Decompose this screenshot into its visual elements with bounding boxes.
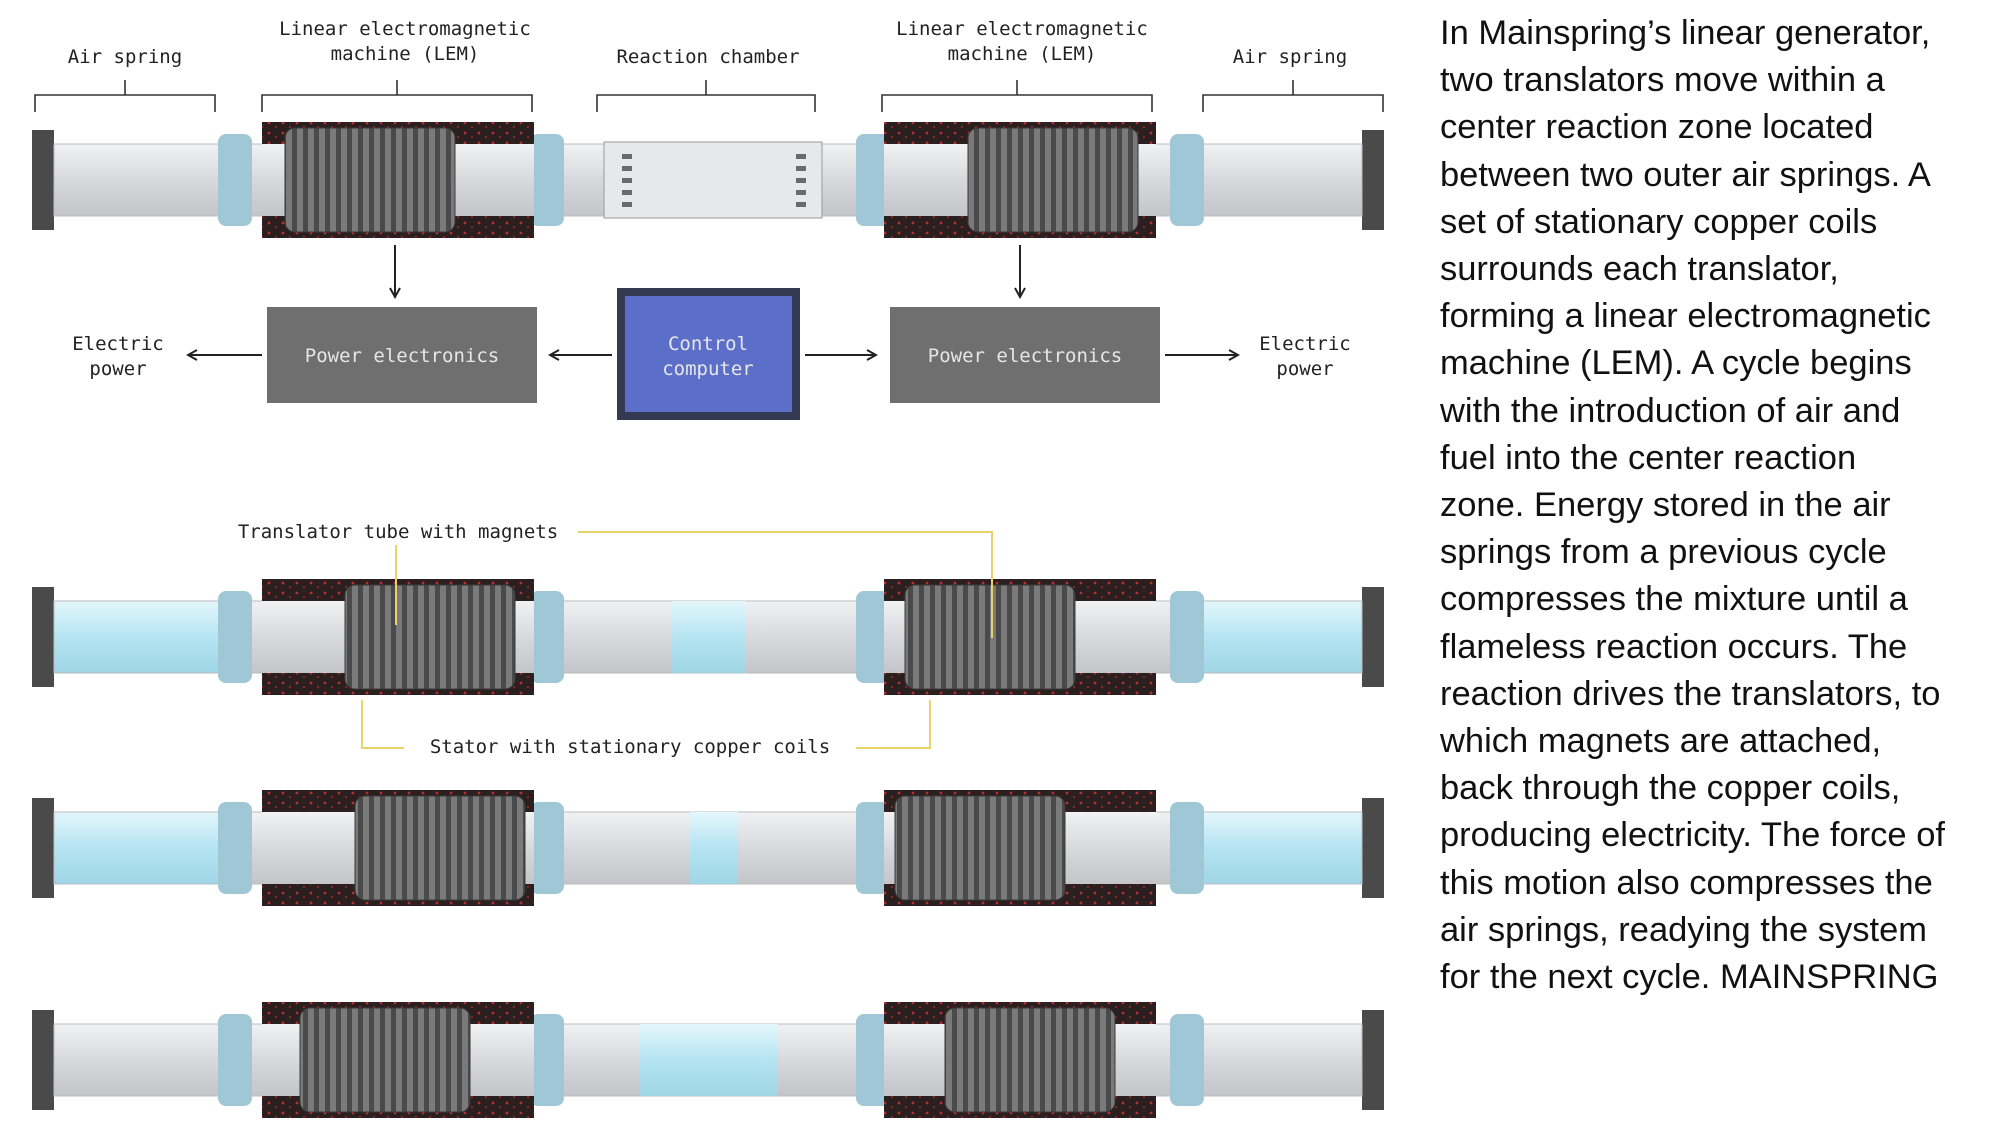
power-electronics-left-box: [267, 307, 537, 403]
coil-right: [904, 584, 1076, 690]
chamber-port-left: [622, 178, 632, 183]
coil-right: [894, 795, 1066, 901]
collar-2: [530, 591, 564, 683]
electric-power-right-label-line: Electric: [1259, 333, 1351, 355]
coil-left: [299, 1007, 471, 1113]
end-cap-left: [32, 587, 54, 687]
control-computer-label-line: Control: [668, 333, 748, 355]
generator-rows: [32, 122, 1384, 1118]
label-air-spring-left-text: Air spring: [68, 46, 182, 68]
label-lem-right-line: machine (LEM): [948, 43, 1097, 65]
collar-1: [218, 1014, 252, 1106]
power-electronics-left-label: Power electronics: [305, 345, 499, 367]
end-cap-right: [1362, 1010, 1384, 1110]
callouts: Translator tube with magnets Stator with…: [238, 521, 993, 758]
air-spring-right: [1193, 1023, 1363, 1097]
generator-row-1: [32, 122, 1384, 238]
label-lem-right-line: Linear electromagnetic: [896, 18, 1148, 40]
generator-row-4: [32, 1002, 1384, 1118]
reaction-chamber: [603, 141, 823, 219]
air-spring-left: [53, 811, 223, 885]
linear-generator-diagram: Air spring Linear electromagnetic machine…: [32, 18, 1384, 1118]
electric-power-left-label: Electric power: [72, 333, 164, 380]
generator-row-2: [32, 579, 1384, 695]
power-electronics-right-box: [890, 307, 1160, 403]
top-labels: Air spring Linear electromagnetic machine…: [34, 18, 1384, 112]
label-lem-left-line: Linear electromagnetic: [279, 18, 531, 40]
collar-3: [856, 1014, 890, 1106]
stator-label: Stator with stationary copper coils: [430, 736, 830, 758]
collar-4: [1170, 1014, 1204, 1106]
electric-power-left-label-line: Electric: [72, 333, 164, 355]
air-spring-left: [53, 600, 223, 674]
coil-left: [354, 795, 526, 901]
chamber-port-left: [622, 190, 632, 195]
translator-callout-line: [395, 531, 993, 638]
chamber-port-right: [796, 190, 806, 195]
label-air-spring-left: Air spring: [68, 46, 182, 68]
chamber-port-left: [622, 202, 632, 207]
collar-3: [856, 591, 890, 683]
label-lem-left: Linear electromagnetic machine (LEM): [279, 18, 531, 65]
air-spring-right: [1193, 811, 1363, 885]
collar-2: [530, 802, 564, 894]
translator-tube-label: Translator tube with magnets: [238, 521, 558, 543]
label-reaction-chamber: Reaction chamber: [616, 46, 799, 68]
collar-3: [856, 802, 890, 894]
control-computer-label-line: computer: [662, 358, 754, 380]
collar-4: [1170, 802, 1204, 894]
end-cap-right: [1362, 130, 1384, 230]
reaction-gas: [672, 601, 746, 673]
collar-2: [530, 1014, 564, 1106]
control-computer-box: [625, 296, 792, 412]
collar-4: [1170, 134, 1204, 226]
air-spring-right: [1193, 143, 1363, 217]
control-system: Power electronics Control computer Power …: [72, 245, 1351, 420]
label-lem-left-line: machine (LEM): [331, 43, 480, 65]
chamber-port-left: [622, 166, 632, 171]
air-spring-left: [53, 1023, 223, 1097]
collar-2: [530, 134, 564, 226]
electric-power-right-label-line: power: [1276, 358, 1333, 380]
coil-left: [344, 584, 516, 690]
coil-right: [944, 1007, 1116, 1113]
collar-1: [218, 591, 252, 683]
label-air-spring-right: Air spring: [1233, 46, 1347, 68]
chamber-port-right: [796, 166, 806, 171]
coil-right: [967, 127, 1139, 233]
collar-4: [1170, 591, 1204, 683]
label-brackets: [34, 80, 1384, 112]
end-cap-left: [32, 130, 54, 230]
control-computer-label: Control computer: [662, 333, 754, 380]
reaction-gas: [640, 1024, 778, 1096]
stator-callout-line: [361, 700, 931, 749]
reaction-gas: [690, 812, 738, 884]
electric-power-left-label-line: power: [89, 358, 146, 380]
chamber-port-right: [796, 202, 806, 207]
collar-1: [218, 802, 252, 894]
chamber-port-right: [796, 154, 806, 159]
collar-3: [856, 134, 890, 226]
collar-1: [218, 134, 252, 226]
chamber-port-left: [622, 154, 632, 159]
end-cap-right: [1362, 587, 1384, 687]
generator-row-3: [32, 790, 1384, 906]
air-spring-right: [1193, 600, 1363, 674]
end-cap-right: [1362, 798, 1384, 898]
description-text: In Mainspring’s linear generator, two tr…: [1440, 14, 1945, 997]
chamber-port-right: [796, 178, 806, 183]
end-cap-left: [32, 798, 54, 898]
label-lem-right: Linear electromagnetic machine (LEM): [896, 18, 1148, 65]
electric-power-right-label: Electric power: [1259, 333, 1351, 380]
power-electronics-right-label: Power electronics: [928, 345, 1122, 367]
air-spring-left: [53, 143, 223, 217]
coil-left: [284, 127, 456, 233]
end-cap-left: [32, 1010, 54, 1110]
